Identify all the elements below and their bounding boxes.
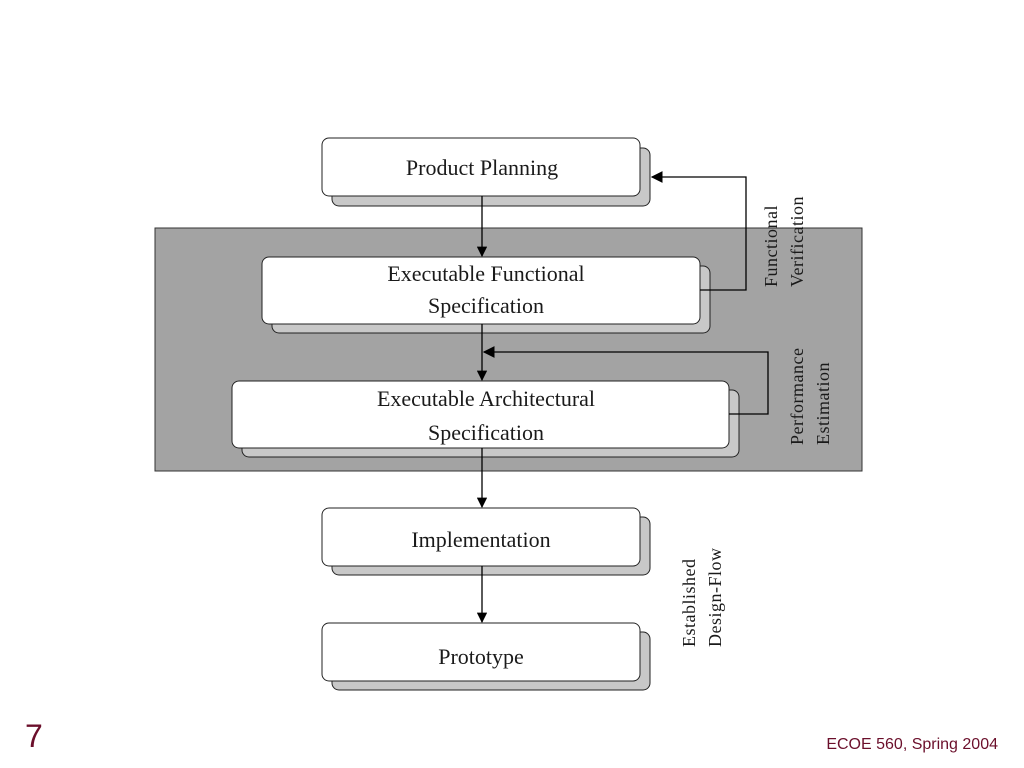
- box-label: Implementation: [411, 527, 550, 552]
- svg-text:Design-Flow: Design-Flow: [705, 548, 725, 648]
- svg-text:Established: Established: [679, 559, 699, 648]
- functional-verification-loop: [650, 171, 747, 291]
- footer-course: ECOE 560, Spring 2004: [826, 736, 998, 753]
- box-label: Prototype: [438, 644, 524, 669]
- product-planning-box: Product Planning: [321, 137, 651, 207]
- implementation-box: Implementation: [321, 507, 651, 576]
- box-label: Product Planning: [406, 155, 558, 180]
- svg-text:Estimation: Estimation: [813, 362, 833, 445]
- box-label-line-1: Executable Functional: [387, 261, 584, 286]
- executable-functional-specification-box: Executable Functional Specification: [261, 256, 711, 334]
- prototype-box: Prototype: [321, 622, 651, 691]
- box-label-line-2: Specification: [428, 293, 544, 318]
- performance-estimation-label: Performance Estimation: [787, 348, 833, 445]
- functional-verification-label: Functional Verification: [761, 196, 807, 287]
- established-design-flow-label: Established Design-Flow: [679, 548, 725, 648]
- box-label-line-2: Specification: [428, 420, 544, 445]
- svg-text:Functional: Functional: [761, 205, 781, 287]
- box-label-line-1: Executable Architectural: [377, 386, 595, 411]
- svg-text:Verification: Verification: [787, 196, 807, 287]
- slide-number: 7: [25, 718, 43, 754]
- executable-architectural-specification-box: Executable Architectural Specification: [231, 380, 740, 458]
- performance-estimation-loop: [482, 346, 769, 415]
- svg-text:Performance: Performance: [787, 348, 807, 445]
